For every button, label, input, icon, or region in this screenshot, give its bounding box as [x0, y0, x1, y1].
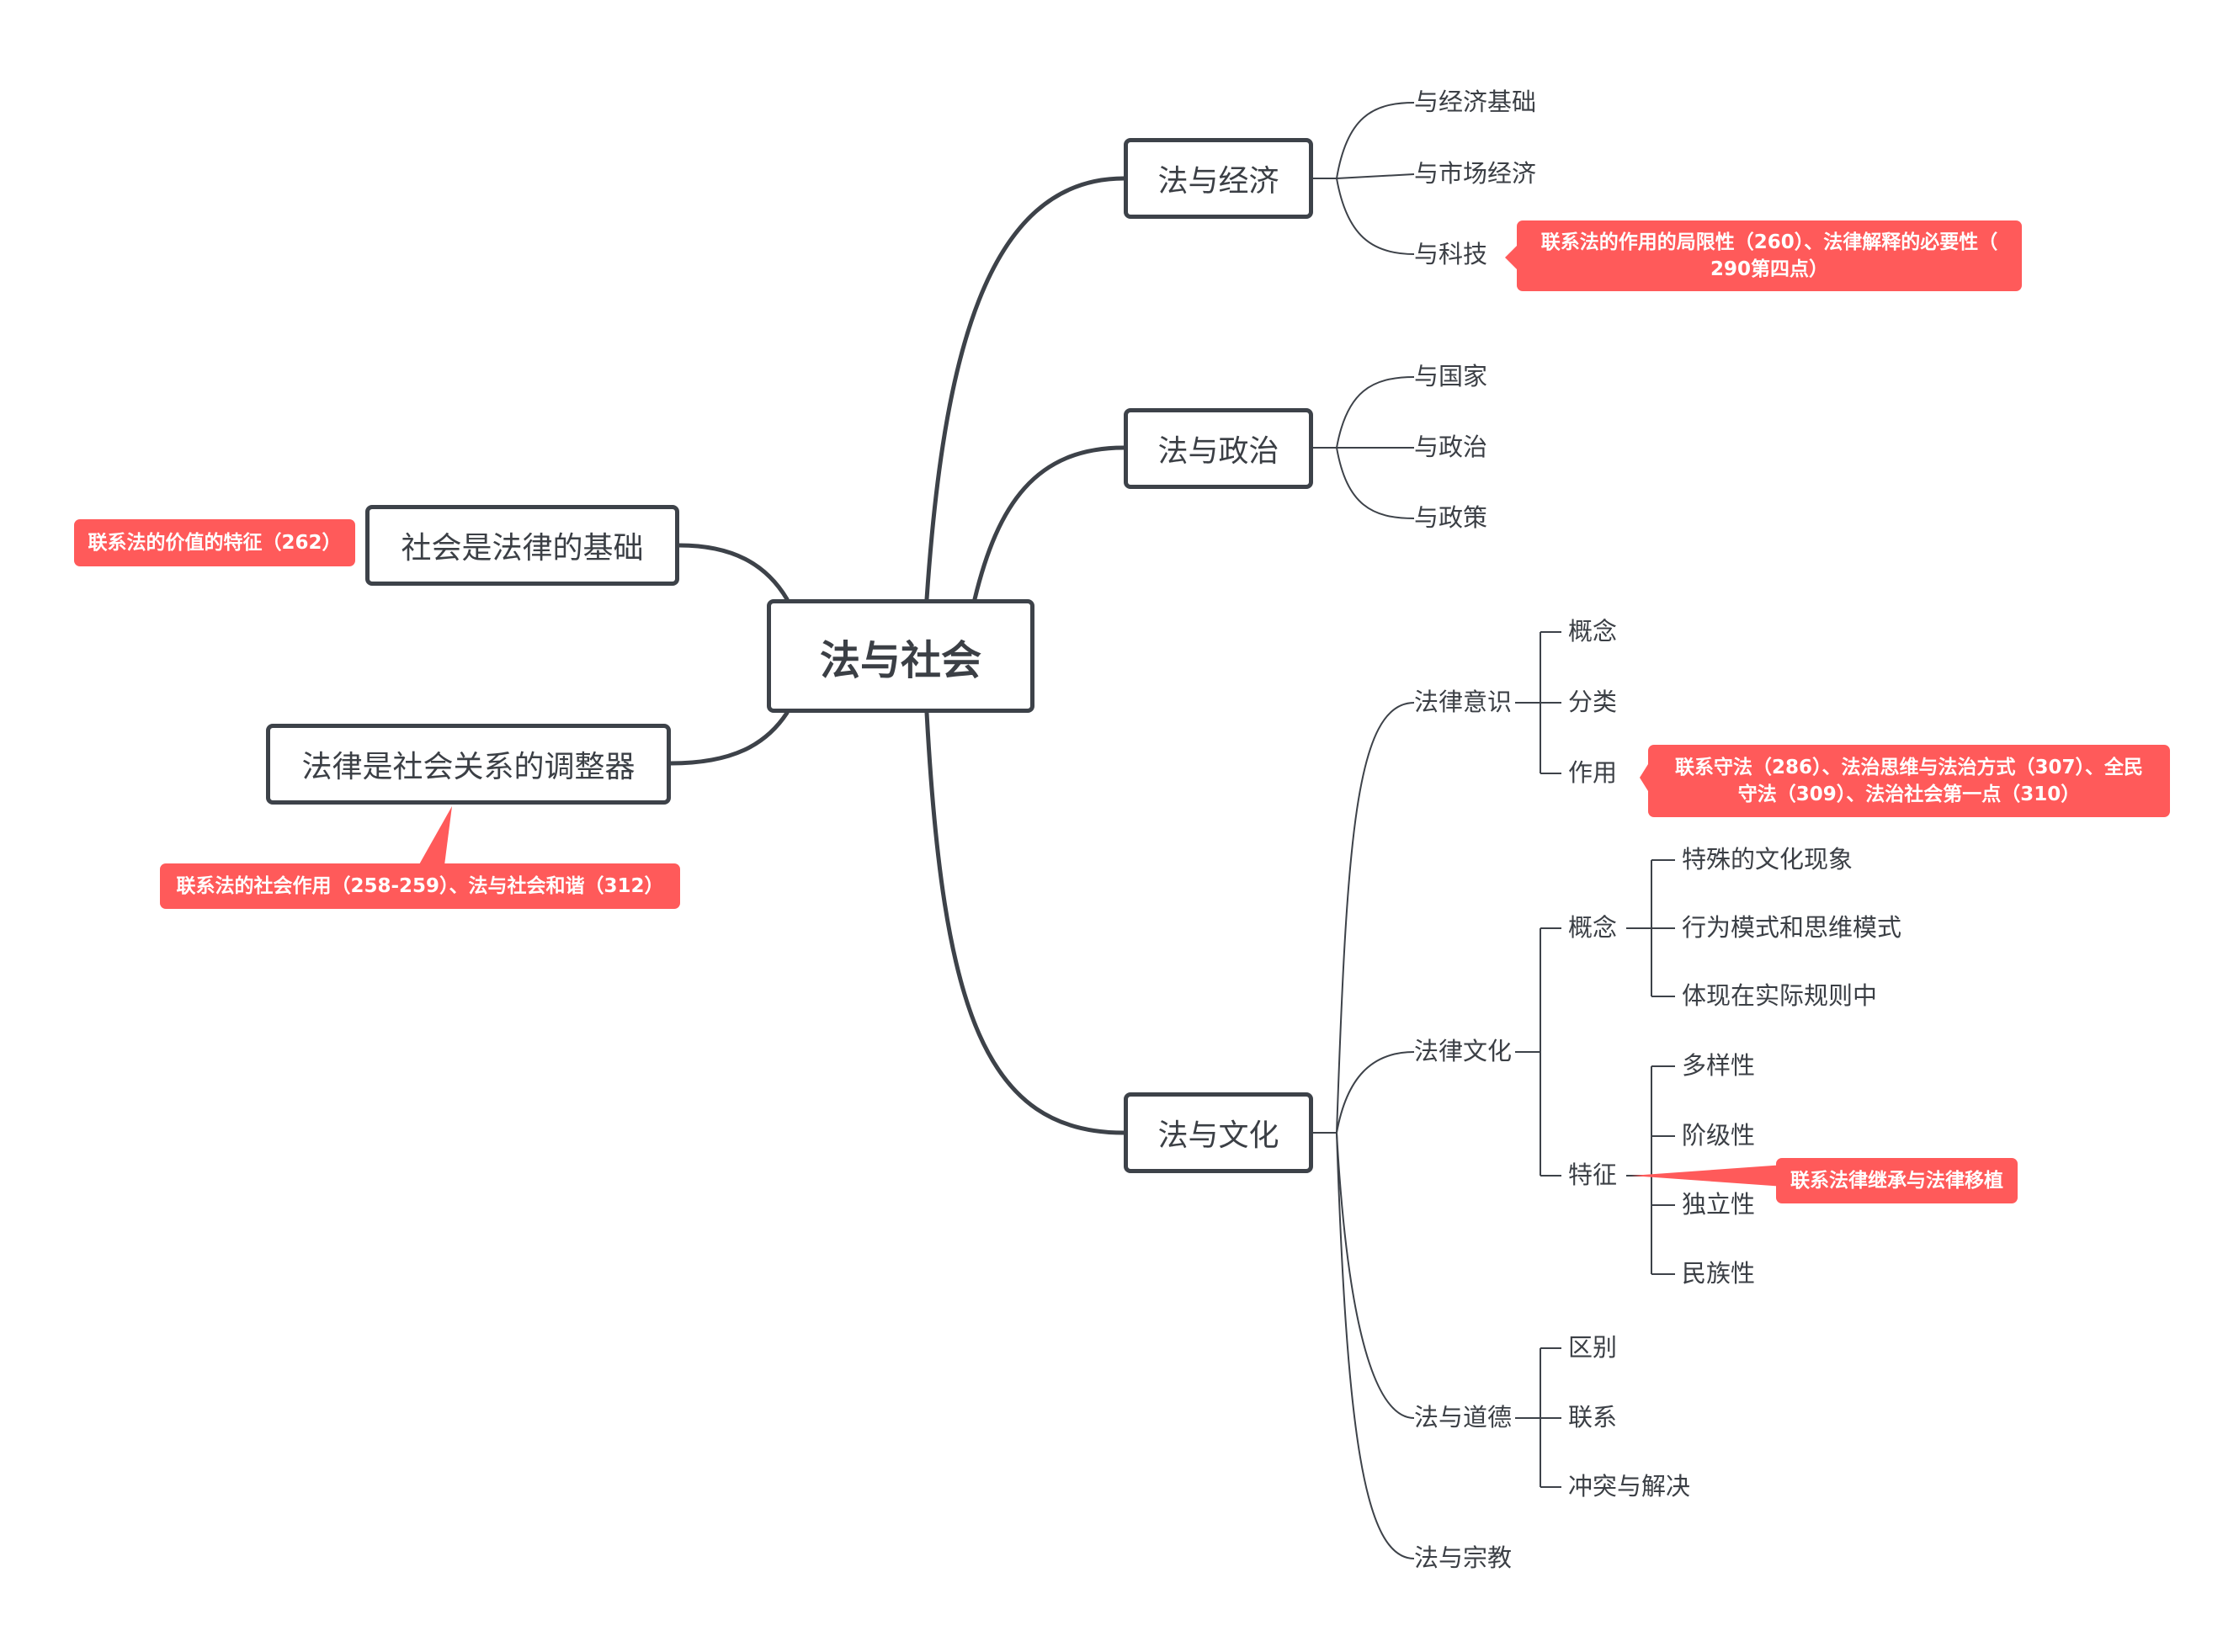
item-nationality[interactable]: 民族性 — [1682, 1259, 1756, 1288]
note-society-basis[interactable]: 联系法的价值的特征（262） — [74, 519, 355, 566]
item-independence[interactable]: 独立性 — [1682, 1190, 1756, 1219]
topic-law-politics-label: 法与政治 — [1157, 434, 1279, 469]
topic-society-basis-label: 社会是法律的基础 — [401, 531, 644, 566]
topic-law-culture[interactable]: 法与文化 — [1124, 1092, 1313, 1173]
note-law-regulator[interactable]: 联系法的社会作用（258-259）、法与社会和谐（312） — [160, 863, 680, 909]
root-topic[interactable]: 法与社会 — [767, 599, 1034, 713]
item-difference[interactable]: 区别 — [1568, 1333, 1618, 1362]
subtopic-legal-culture[interactable]: 法律文化 — [1414, 1037, 1513, 1065]
topic-law-economy-label: 法与经济 — [1157, 164, 1279, 199]
note-technology[interactable]: 联系法的作用的局限性（260）、法律解释的必要性（ 290第四点） — [1517, 220, 2022, 291]
subtopic-market-economy[interactable]: 与市场经济 — [1414, 159, 1537, 188]
note-law-regulator-text: 联系法的社会作用（258-259）、法与社会和谐（312） — [176, 875, 664, 897]
root-topic-label: 法与社会 — [819, 636, 981, 684]
item-consciousness-classification[interactable]: 分类 — [1568, 688, 1618, 716]
item-conflict-resolution[interactable]: 冲突与解决 — [1568, 1472, 1691, 1501]
item-culture-features[interactable]: 特征 — [1568, 1161, 1618, 1189]
topic-law-regulator-label: 法律是社会关系的调整器 — [301, 750, 636, 784]
topic-law-culture-label: 法与文化 — [1157, 1118, 1279, 1153]
note-culture-features[interactable]: 联系法律继承与法律移植 — [1776, 1158, 2018, 1203]
item-culture-concept[interactable]: 概念 — [1568, 913, 1618, 942]
note-society-basis-text: 联系法的价值的特征（262） — [88, 532, 342, 554]
item-diversity[interactable]: 多样性 — [1682, 1051, 1756, 1080]
note-culture-features-text: 联系法律继承与法律移植 — [1790, 1170, 2003, 1192]
subtopic-legal-consciousness[interactable]: 法律意识 — [1414, 688, 1513, 716]
subtopic-law-religion[interactable]: 法与宗教 — [1414, 1543, 1513, 1572]
subtopic-economic-base[interactable]: 与经济基础 — [1414, 88, 1537, 116]
item-class-nature[interactable]: 阶级性 — [1682, 1121, 1756, 1150]
note-consciousness-line-2: 守法（309）、法治社会第一点（310） — [1737, 784, 2081, 805]
item-special-cultural-phenomenon[interactable]: 特殊的文化现象 — [1682, 845, 1853, 874]
subtopic-politics[interactable]: 与政治 — [1414, 433, 1488, 461]
item-consciousness-concept[interactable]: 概念 — [1568, 617, 1618, 645]
topic-society-basis[interactable]: 社会是法律的基础 — [365, 505, 679, 586]
note-consciousness-line-1: 联系守法（286）、法治思维与法治方式（307）、全民 — [1674, 757, 2144, 778]
item-consciousness-function[interactable]: 作用 — [1568, 758, 1618, 787]
subtopic-technology[interactable]: 与科技 — [1414, 240, 1488, 268]
item-embodied-in-rules[interactable]: 体现在实际规则中 — [1682, 981, 1878, 1010]
subtopic-policy[interactable]: 与政策 — [1414, 503, 1488, 532]
topic-law-politics[interactable]: 法与政治 — [1124, 408, 1313, 489]
subtopic-state[interactable]: 与国家 — [1414, 362, 1488, 390]
item-behavior-thinking-pattern[interactable]: 行为模式和思维模式 — [1682, 913, 1902, 942]
topic-law-regulator[interactable]: 法律是社会关系的调整器 — [266, 724, 671, 805]
item-connection[interactable]: 联系 — [1568, 1403, 1618, 1432]
note-technology-line-2: 290第四点） — [1710, 258, 1828, 280]
topic-law-economy[interactable]: 法与经济 — [1124, 138, 1313, 219]
note-technology-line-1: 联系法的作用的局限性（260）、法律解释的必要性（ — [1540, 231, 1998, 253]
note-consciousness-function[interactable]: 联系守法（286）、法治思维与法治方式（307）、全民 守法（309）、法治社会… — [1648, 745, 2170, 817]
subtopic-law-morality[interactable]: 法与道德 — [1414, 1403, 1513, 1432]
